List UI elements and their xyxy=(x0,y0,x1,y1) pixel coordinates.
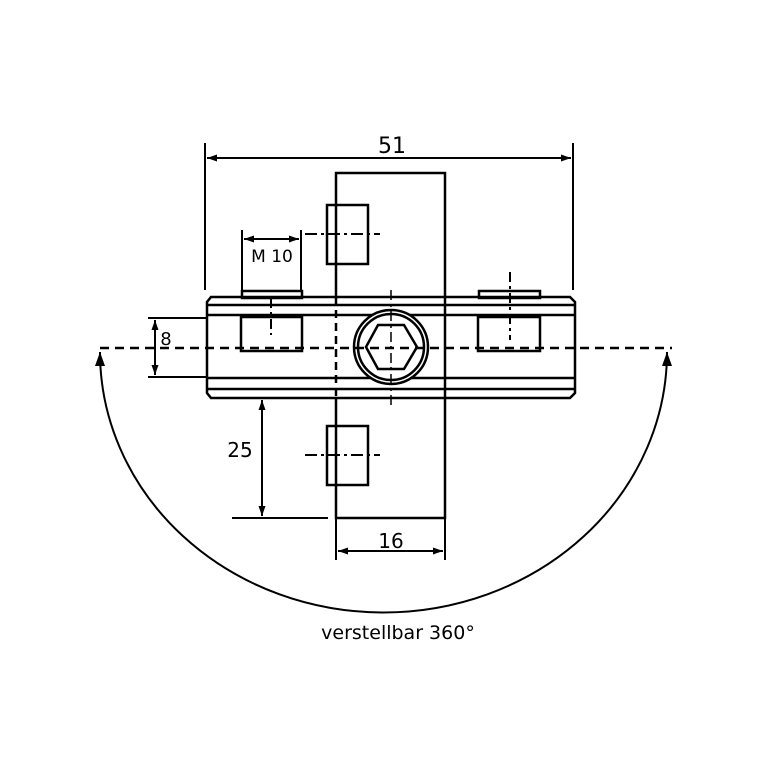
label-16: 16 xyxy=(378,529,403,553)
label-m10: M 10 xyxy=(251,247,293,267)
rotation-arc xyxy=(95,351,672,614)
caption: verstellbar 360° xyxy=(321,622,475,644)
label-51: 51 xyxy=(378,134,406,159)
label-8: 8 xyxy=(160,329,171,350)
label-25: 25 xyxy=(227,438,252,462)
left-screw-cap xyxy=(240,289,304,300)
right-screw-slot xyxy=(476,315,542,353)
